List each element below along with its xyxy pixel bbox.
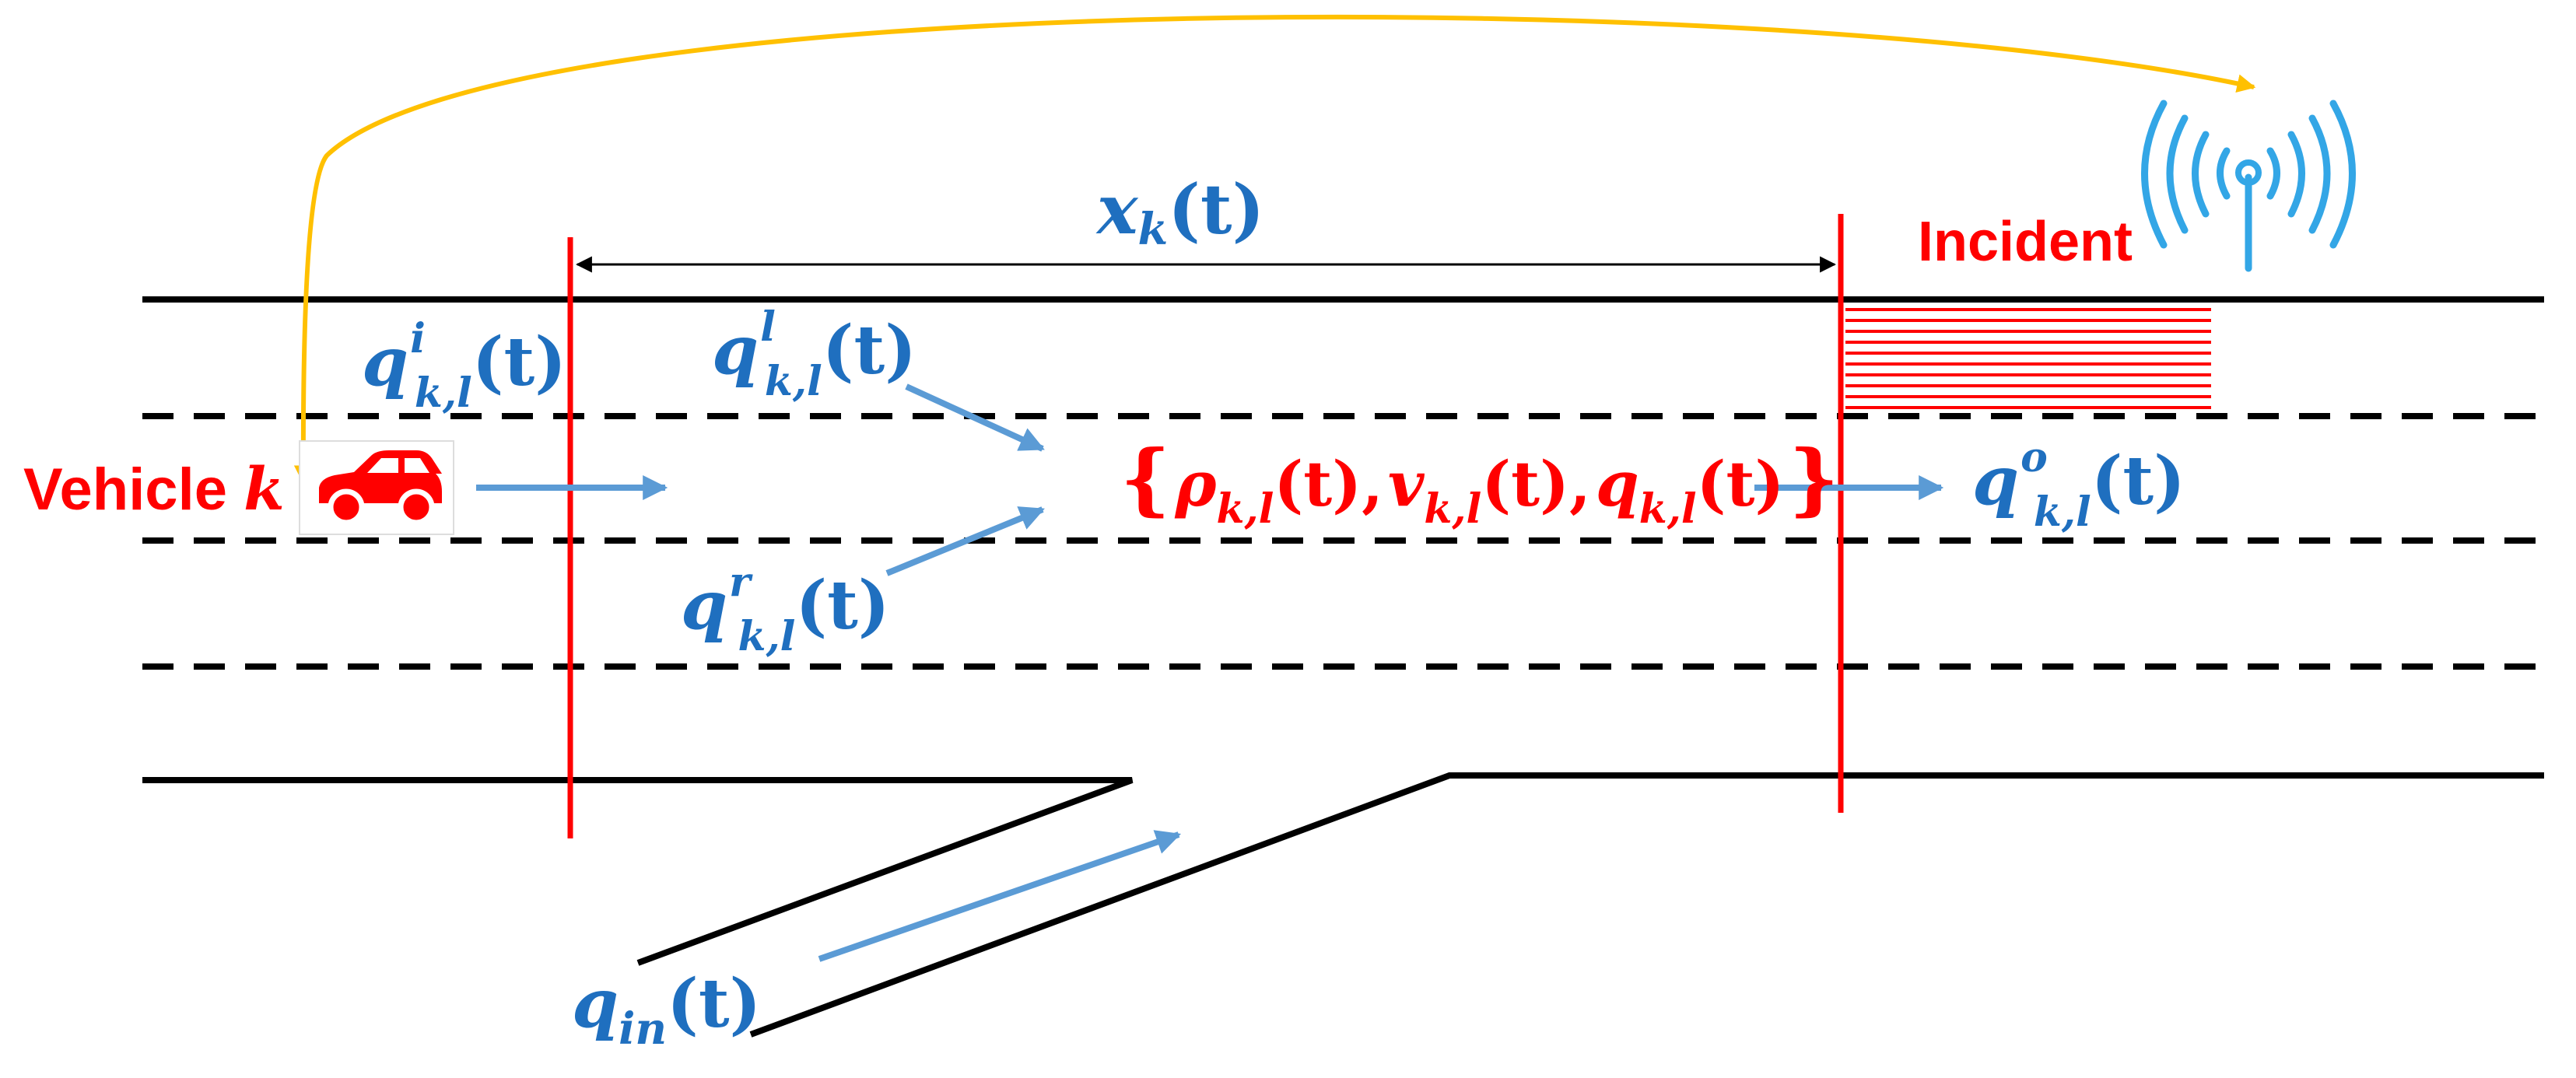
incident-zone (1845, 308, 2211, 409)
feedback-arrow (293, 14, 2256, 485)
distance-label: xk(t) (1095, 169, 1264, 255)
ramp-inflow-arrow (818, 830, 1182, 962)
road-bottom-edge-right (749, 772, 2544, 1038)
vehicle-label: Vehicle k (23, 454, 285, 523)
section-state-label: {ρk,l(t),vk,l(t),qk,l(t)} (1120, 432, 1839, 533)
ramp-flow-label: qin(t) (572, 964, 761, 1055)
incident-label: Incident (1918, 211, 2133, 273)
right-lane-change-arrow (885, 506, 1045, 576)
wireless-antenna-icon (2141, 100, 2356, 272)
car-icon (299, 440, 454, 535)
road (142, 296, 2544, 1038)
road-bottom-edge-left (142, 777, 1134, 966)
